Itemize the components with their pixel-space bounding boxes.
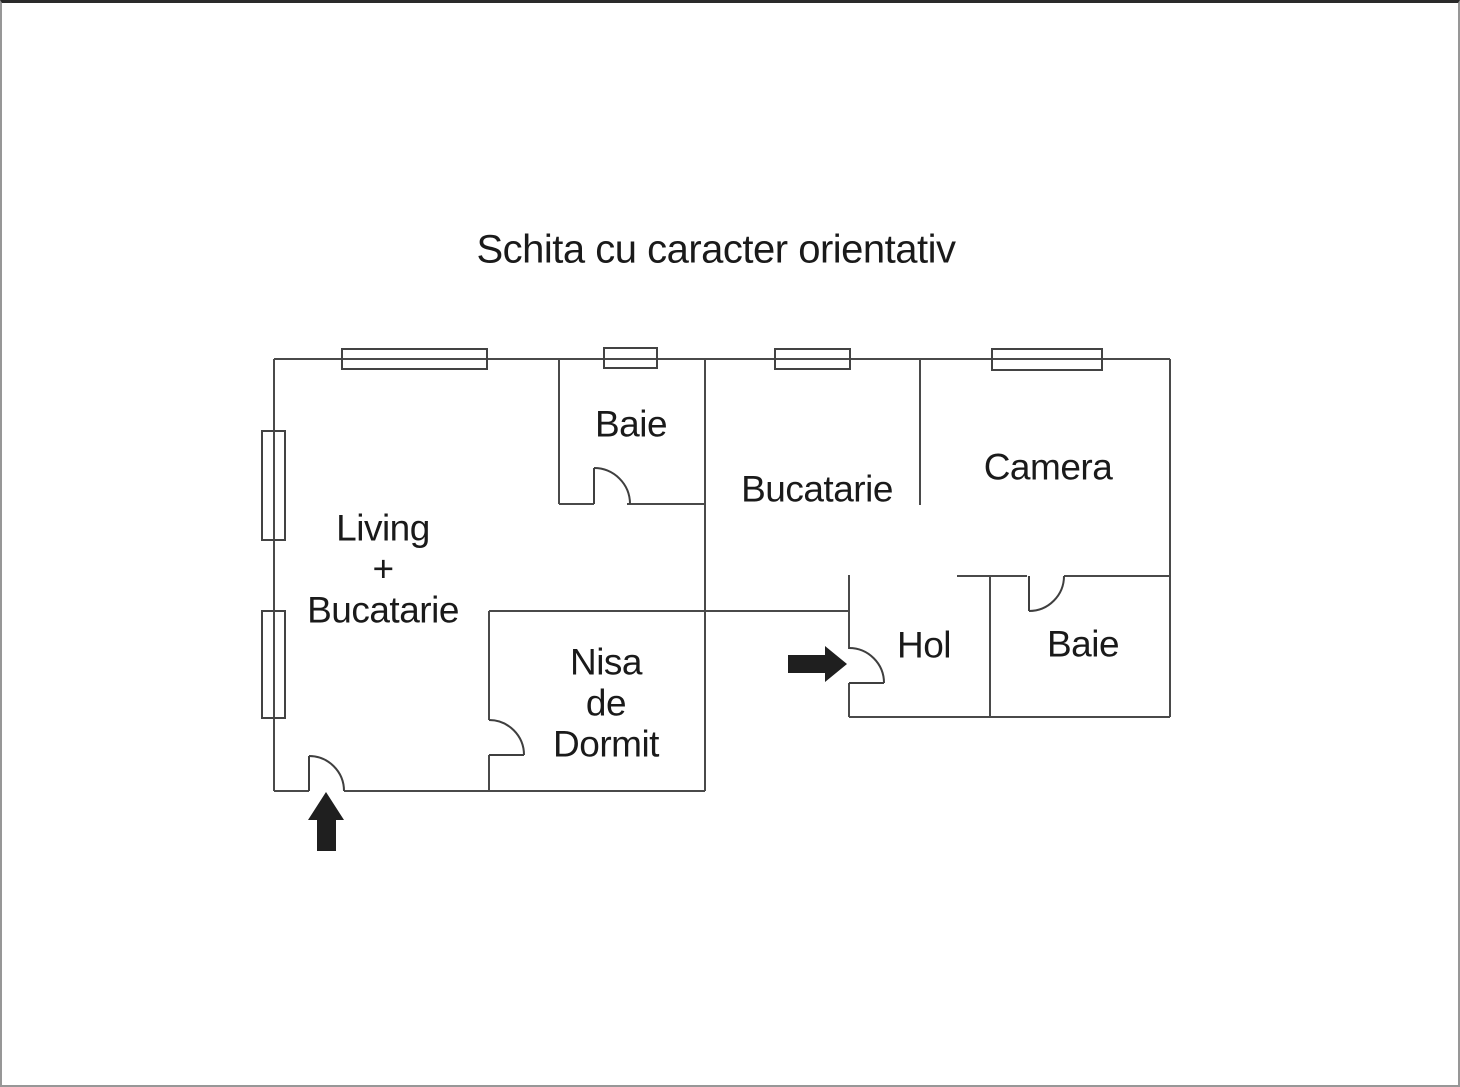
window-living-top	[341, 348, 488, 370]
plan-title: Schita cu caracter orientativ	[476, 227, 956, 272]
door-baie-right-arc	[1028, 575, 1065, 612]
door-main-entrance	[308, 755, 345, 792]
room-label-living-line3: Bucatarie	[307, 589, 459, 631]
door-main-entrance-arc	[308, 755, 345, 792]
room-label-living-line2: +	[372, 548, 394, 590]
doors-group	[308, 467, 1065, 792]
hol-entrance-arrow-right-icon	[788, 646, 847, 682]
window-camera-top	[991, 348, 1103, 371]
arrows-group	[308, 646, 847, 851]
windows-group	[261, 347, 1103, 719]
door-baie-top-arc	[593, 467, 631, 505]
room-label-nisa-line3: Dormit	[553, 723, 659, 765]
floorplan-drawing	[261, 347, 1171, 851]
room-label-baie-right: Baie	[1046, 623, 1120, 665]
room-label-nisa-line2: de	[585, 682, 627, 724]
room-label-baie-top: Baie	[594, 403, 668, 445]
door-hol-entrance-arc	[848, 647, 885, 684]
room-label-camera: Camera	[983, 446, 1113, 488]
door-baie-right	[1028, 575, 1065, 612]
room-label-nisa-line1: Nisa	[569, 641, 643, 683]
window-living-left-lower	[261, 610, 286, 719]
window-bucatarie-top	[774, 348, 851, 370]
room-label-bucatarie: Bucatarie	[741, 468, 893, 510]
main-entrance-arrow-up-icon	[308, 792, 344, 851]
window-living-left-upper	[261, 430, 286, 541]
room-label-living-bucatarie: Living + Bucatarie	[307, 508, 459, 631]
door-hol-entrance	[848, 647, 885, 684]
room-label-nisa-de-dormit: Nisa de Dormit	[553, 642, 659, 765]
door-nisa-arc	[488, 719, 525, 756]
window-baie-top	[603, 347, 658, 369]
door-nisa	[488, 719, 525, 756]
door-baie-top	[593, 467, 631, 505]
room-label-living-line1: Living	[336, 507, 430, 549]
walls-group	[273, 358, 1171, 792]
room-label-hol: Hol	[896, 624, 952, 666]
